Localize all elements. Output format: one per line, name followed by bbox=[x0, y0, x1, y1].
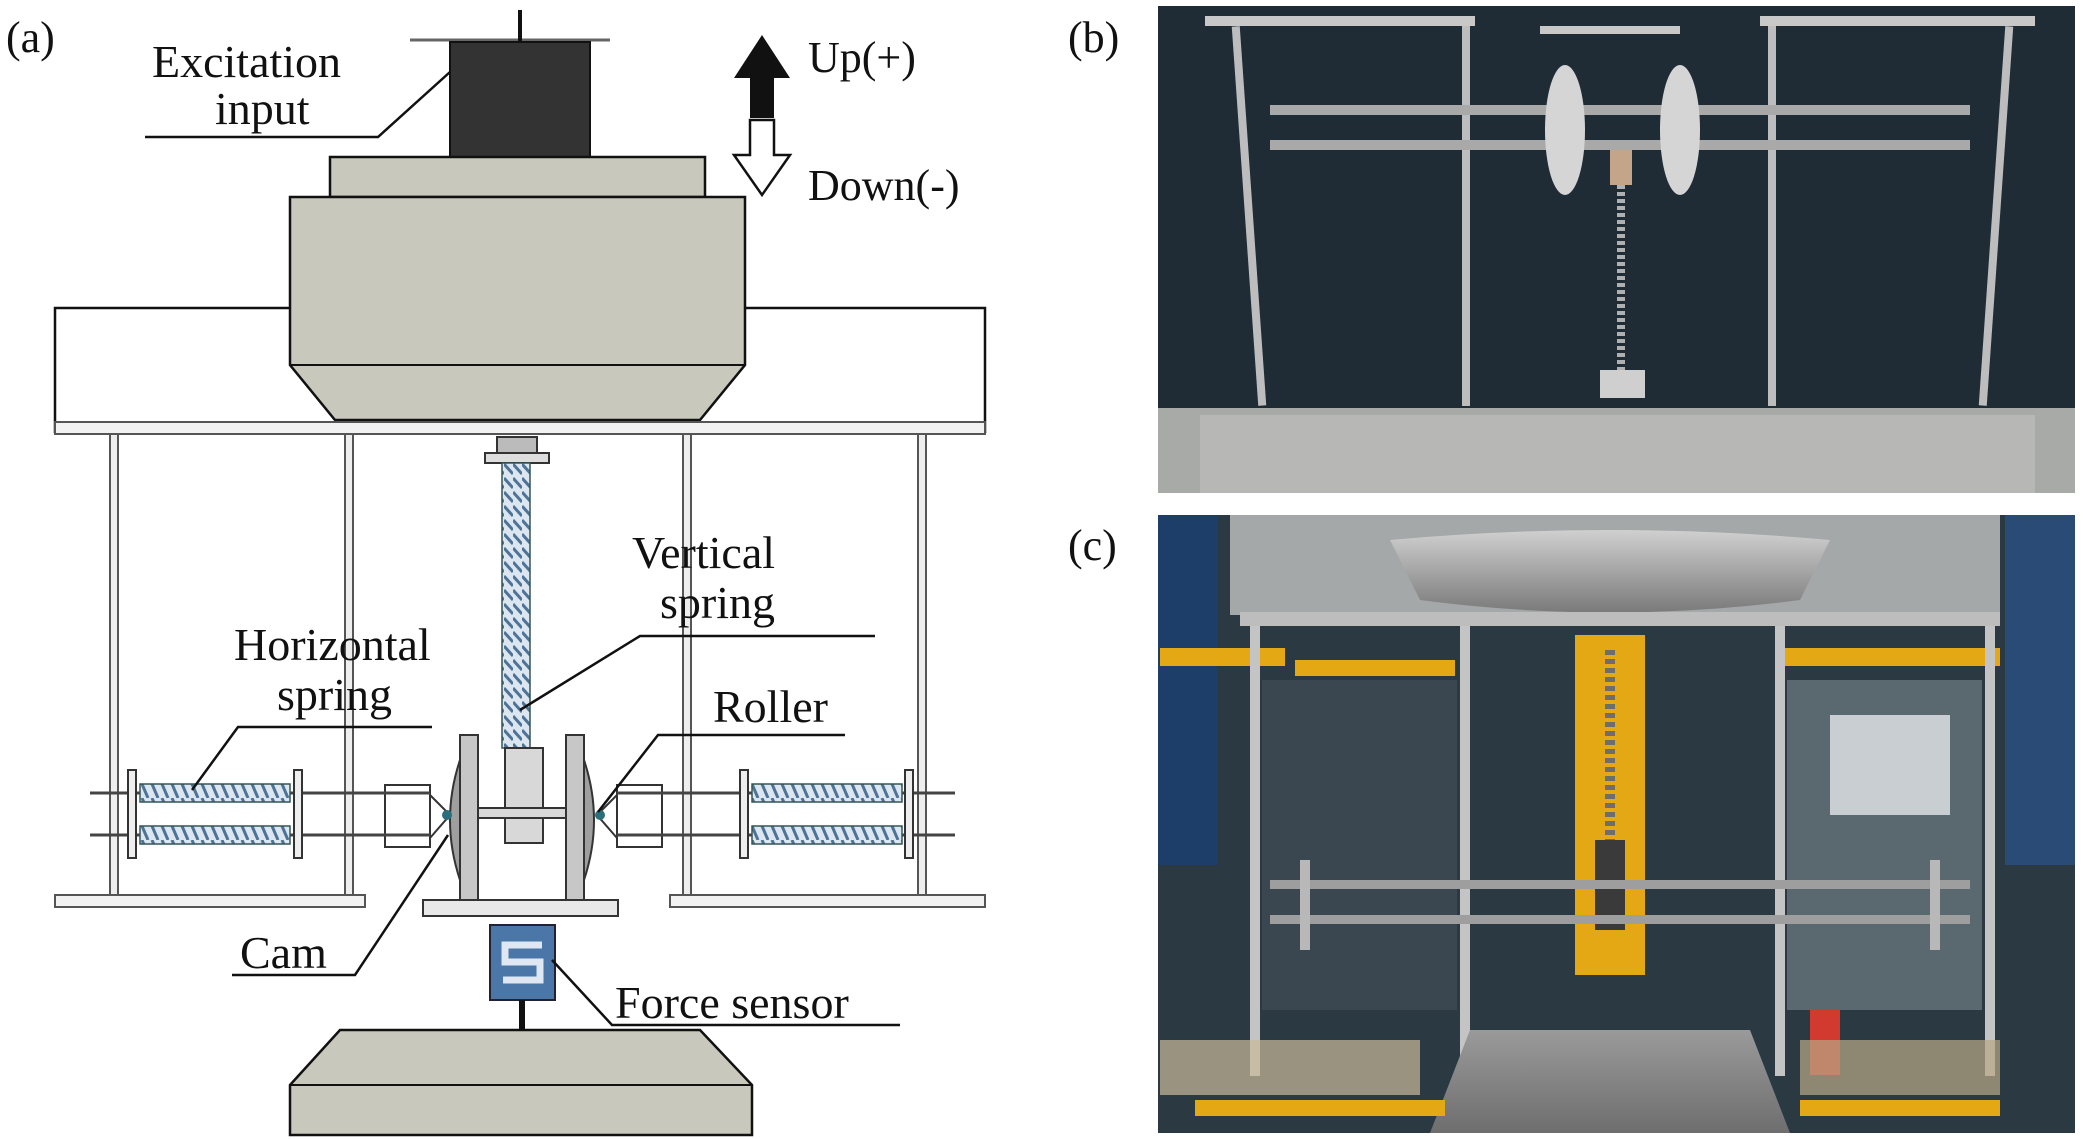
photo-b-cam-right bbox=[1660, 65, 1700, 195]
photo-c-bowl bbox=[1390, 530, 1830, 613]
bottom-frame-right bbox=[669, 894, 986, 908]
panel-c-label: (c) bbox=[1068, 521, 1117, 570]
up-label: Up(+) bbox=[808, 33, 916, 82]
frame-post-1 bbox=[109, 433, 119, 900]
vertical-spring-leader bbox=[519, 634, 875, 712]
horizontal-spring-left-upper bbox=[139, 783, 291, 803]
panel-a-schematic: (a) Excitation input Up(+) Down(-) bbox=[6, 10, 987, 1137]
photo-c-yellow-bar-left-2 bbox=[1295, 660, 1455, 676]
photo-b-post-3 bbox=[1768, 26, 1776, 406]
slider-block bbox=[504, 747, 544, 844]
roller-housing-left bbox=[384, 784, 431, 848]
roller-leader bbox=[597, 733, 845, 813]
photo-b-rod-upper bbox=[1270, 105, 1970, 115]
photo-b-cam-left bbox=[1545, 65, 1585, 195]
photo-b-sensor-block bbox=[1600, 370, 1645, 398]
vertical-spring-label-line1: Vertical bbox=[632, 527, 775, 578]
photo-b-top-bar-mid bbox=[1540, 26, 1680, 34]
horizontal-spring-right-lower bbox=[751, 825, 903, 845]
panel-b-label: (b) bbox=[1068, 13, 1119, 62]
excitation-label-line2: input bbox=[215, 83, 310, 134]
spring-plate-left-outer bbox=[127, 769, 137, 859]
photo-b-top-bar-left bbox=[1205, 16, 1475, 26]
panel-b-photo: (b) bbox=[1068, 6, 2075, 493]
machine-neck bbox=[328, 155, 707, 199]
frame-post-4 bbox=[917, 433, 927, 900]
photo-c-post-1 bbox=[1250, 626, 1260, 1076]
frame-post-3 bbox=[682, 433, 692, 900]
photo-b-slider bbox=[1610, 150, 1632, 185]
force-sensor-leader bbox=[551, 959, 900, 1027]
photo-c-plate-left bbox=[1300, 860, 1310, 950]
photo-c-post-4 bbox=[1985, 626, 1995, 1076]
photo-c-post-3 bbox=[1775, 626, 1785, 1076]
photo-b-top-bar-right bbox=[1760, 16, 2035, 26]
down-arrow bbox=[731, 118, 793, 198]
base-plate bbox=[422, 899, 619, 917]
photo-c-floor-right bbox=[1800, 1040, 2000, 1095]
photo-b-base-block bbox=[1200, 415, 2035, 493]
panel-c-photo: (c) bbox=[1068, 515, 2075, 1133]
cam-left bbox=[449, 759, 461, 881]
photo-c-yellow-bar-bottom-left bbox=[1195, 1100, 1445, 1116]
lower-platen bbox=[288, 1028, 754, 1137]
photo-c-lower-platen bbox=[1430, 1030, 1790, 1133]
vertical-spring-cap bbox=[484, 452, 550, 464]
top-frame-plate bbox=[54, 421, 986, 435]
photo-c-inner-left bbox=[1262, 680, 1457, 1010]
vertical-spring bbox=[501, 462, 531, 749]
photo-c-bg-left bbox=[1158, 515, 1218, 865]
photo-c-rod-upper bbox=[1270, 880, 1970, 889]
horizontal-spring-right-upper bbox=[751, 783, 903, 803]
roller-left-pin bbox=[442, 810, 452, 820]
panel-a-label: (a) bbox=[6, 13, 55, 62]
photo-c-bg-right bbox=[2005, 515, 2075, 865]
down-label: Down(-) bbox=[808, 161, 960, 210]
excitation-actuator bbox=[449, 41, 591, 158]
spring-plate-left-inner bbox=[293, 769, 303, 859]
horizontal-spring-left-lower bbox=[139, 825, 291, 845]
excitation-label-line1: Excitation bbox=[152, 36, 341, 87]
spring-plate-right-inner bbox=[739, 769, 749, 859]
horizontal-spring-leader bbox=[190, 725, 432, 791]
photo-c-floor-left bbox=[1160, 1040, 1420, 1095]
photo-c-plate-right bbox=[1930, 860, 1940, 950]
photo-c-yellow-bar-left bbox=[1160, 648, 1285, 666]
cam-label: Cam bbox=[240, 927, 327, 978]
spring-plate-right-outer bbox=[904, 769, 914, 859]
roller-right-pin bbox=[595, 810, 605, 820]
up-arrow bbox=[734, 35, 790, 118]
slider-crossbar bbox=[477, 807, 567, 819]
cam-right-plate bbox=[565, 734, 585, 901]
machine-head bbox=[288, 195, 747, 422]
photo-c-post-2 bbox=[1460, 626, 1470, 1076]
cam-leader bbox=[232, 834, 450, 977]
photo-c-rod-lower bbox=[1270, 915, 1970, 924]
horizontal-spring-label-line2: spring bbox=[277, 669, 392, 720]
photo-c-frame-top bbox=[1240, 612, 2000, 626]
photo-b-post-2 bbox=[1462, 26, 1470, 406]
photo-b-post-4 bbox=[1978, 26, 2014, 406]
cam-left-plate bbox=[459, 734, 479, 901]
photo-b-post-1 bbox=[1231, 26, 1267, 406]
photo-c-yellow-bar-bottom-right bbox=[1800, 1100, 2000, 1116]
vertical-spring-label-line2: spring bbox=[660, 577, 775, 628]
photo-c-window-right bbox=[1830, 715, 1950, 815]
roller-left bbox=[429, 792, 452, 841]
force-sensor-label: Force sensor bbox=[615, 977, 849, 1028]
bottom-frame-left bbox=[54, 894, 366, 908]
cam-right bbox=[583, 759, 595, 881]
roller-right bbox=[595, 792, 618, 841]
roller-label: Roller bbox=[713, 681, 828, 732]
photo-c-yellow-bar-right bbox=[1780, 648, 2000, 666]
excitation-leader bbox=[145, 71, 451, 139]
horizontal-spring-label-line1: Horizontal bbox=[234, 619, 431, 670]
photo-b-rod-lower bbox=[1270, 140, 1970, 150]
force-sensor-s-mark bbox=[501, 941, 544, 984]
